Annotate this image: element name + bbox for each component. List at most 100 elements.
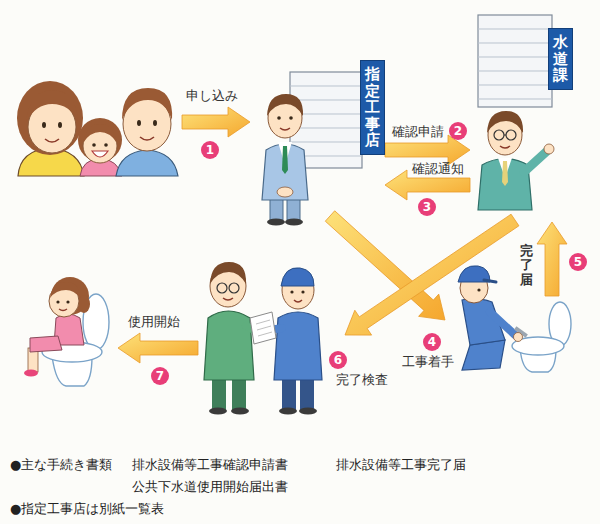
callout-number: 2 — [449, 122, 467, 140]
note-text: ●指定工事店は別紙一覧表 — [10, 501, 164, 516]
office-name: 指定工事店 — [365, 66, 380, 149]
inspection-figures — [217, 283, 227, 293]
officer-figure — [544, 144, 554, 154]
inspection-figures — [204, 311, 254, 380]
inspection-figures — [210, 262, 246, 284]
inspection-figures — [274, 312, 322, 380]
inspection-figures — [223, 298, 233, 300]
flow-arrow — [537, 222, 567, 296]
inspection-figures — [204, 262, 322, 415]
officer-figure — [524, 152, 546, 172]
officer-figure — [487, 111, 523, 133]
step-label: 工事着手 — [402, 354, 454, 369]
note-text: 公共下水道使用開始届出書 — [132, 479, 288, 494]
inspection-figures — [300, 376, 314, 410]
edge-label: 確認申請 — [392, 124, 444, 139]
inspection-figures — [232, 376, 246, 410]
contractor-figure — [277, 116, 281, 120]
girl-figure — [59, 309, 67, 311]
office-building — [478, 29, 552, 99]
step-label: 申し込み — [186, 88, 238, 103]
family-figure — [42, 122, 46, 128]
family-figure — [104, 143, 108, 147]
office-sign: 水道課 — [548, 28, 573, 90]
callout-number: 4 — [423, 333, 441, 351]
family-figure — [140, 137, 154, 140]
family-figure — [26, 90, 78, 122]
inspection-figures — [212, 376, 226, 410]
note-text: 排水設備等工事確認申請書 — [132, 457, 288, 472]
worker-figure — [490, 312, 515, 335]
worker-figure — [477, 288, 480, 291]
office-node: 指定工事店 — [250, 55, 385, 225]
office-building — [478, 15, 552, 107]
inspection-figures — [229, 283, 239, 293]
contractor-figure — [267, 94, 303, 116]
officer-figure — [504, 134, 506, 135]
callout-number: 7 — [151, 367, 169, 385]
inspection-figures — [282, 376, 296, 410]
note-text: ●主な手続き書類 — [10, 457, 112, 472]
contractor-figure — [262, 144, 308, 200]
family-figure — [17, 81, 83, 155]
inspection-figures — [231, 408, 249, 415]
officer-figure — [506, 130, 516, 140]
family-figure — [92, 143, 96, 147]
inspection-figures — [209, 408, 227, 415]
girl-figure — [24, 370, 38, 377]
family-figure — [116, 150, 178, 176]
contractor-figure — [289, 116, 293, 120]
flow-arrow — [182, 107, 250, 137]
officer-figure — [494, 130, 504, 140]
inspection-figures — [294, 300, 302, 302]
officer-figure — [478, 111, 554, 210]
officer-figure — [502, 161, 508, 186]
family-figure — [122, 88, 172, 120]
inspection-figures — [290, 290, 293, 293]
worker-figure — [462, 340, 505, 370]
flow-arrow — [118, 333, 198, 363]
family-figure — [92, 151, 108, 157]
girl-figure — [66, 300, 69, 303]
office-name: 水道課 — [553, 34, 568, 84]
contractor-figure — [285, 219, 303, 226]
edge-label: 確認通知 — [412, 161, 464, 176]
worker-figure — [514, 333, 523, 342]
inspection-figures — [256, 320, 272, 336]
callout-number: 1 — [201, 141, 219, 159]
inspection-figures — [281, 268, 314, 286]
inspection-figures — [301, 290, 304, 293]
flow-arrow — [345, 214, 519, 335]
worker-figure — [484, 280, 496, 282]
callout-number: 5 — [569, 253, 587, 271]
inspection-figures — [250, 312, 276, 344]
office-sign: 指定工事店 — [360, 60, 385, 155]
contractor-figure — [267, 219, 285, 226]
step-label: 使用開始 — [128, 314, 180, 329]
contractor-figure — [277, 187, 293, 197]
family-figure — [45, 139, 59, 142]
family-figure — [137, 120, 141, 126]
office-building — [478, 15, 552, 107]
family-figure — [58, 122, 62, 128]
officer-figure — [500, 146, 510, 148]
girl-figure — [30, 336, 62, 352]
family-figure — [83, 124, 117, 143]
girl-figure — [56, 300, 59, 303]
flow-arrows — [118, 107, 567, 363]
callout-number: 6 — [329, 351, 347, 369]
family-figure — [78, 118, 122, 162]
contractor-figure — [262, 94, 308, 226]
note-text: 排水設備等工事完了届 — [336, 457, 466, 472]
callout-number: 3 — [418, 198, 436, 216]
step-label: 完了届 — [520, 244, 533, 287]
contractor-figure — [282, 146, 288, 174]
inspection-figures — [279, 408, 297, 415]
girl-figure — [50, 282, 80, 298]
girl-figure — [24, 277, 109, 386]
contractor-figure — [280, 128, 290, 130]
office-node: 水道課 — [470, 12, 590, 210]
step-label: 完了検査 — [336, 372, 388, 387]
